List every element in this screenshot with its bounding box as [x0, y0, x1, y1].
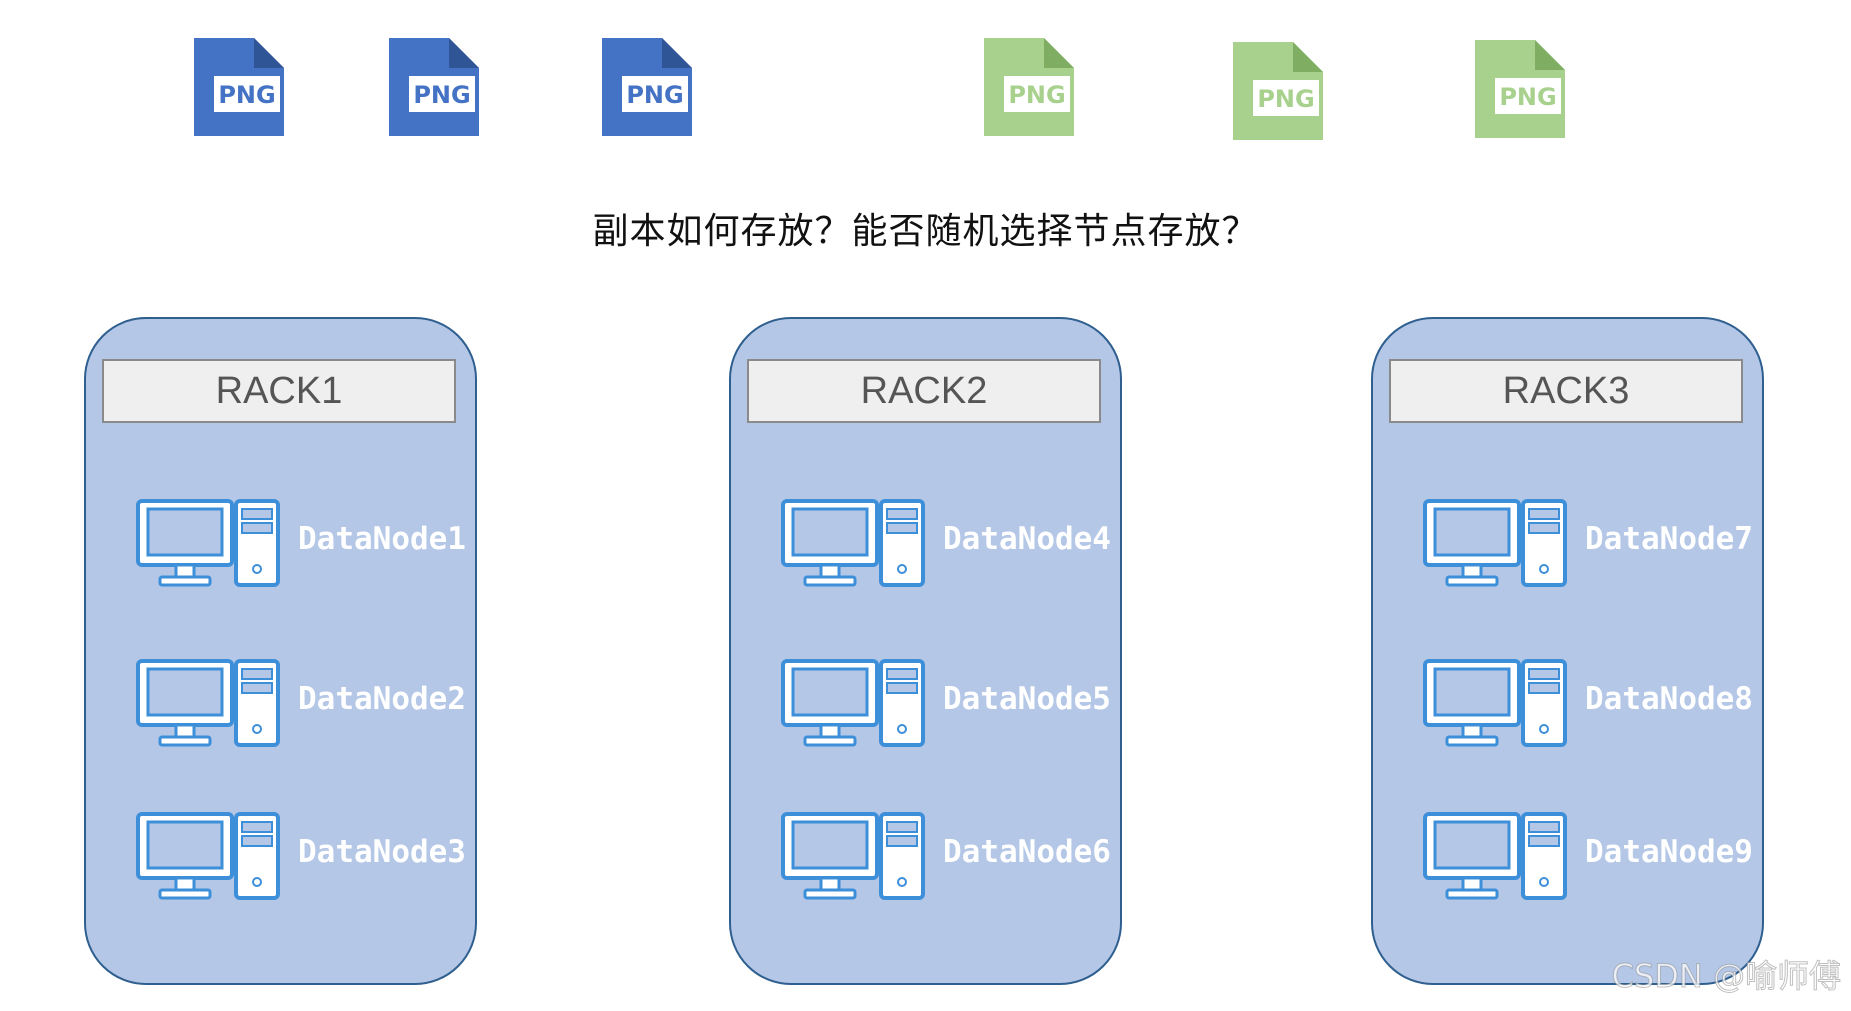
file-label: PNG [218, 81, 275, 109]
file-label: PNG [1257, 85, 1314, 113]
png-file-icon: PNG [194, 38, 284, 136]
png-file-icon: PNG [1233, 42, 1323, 140]
computer-icon [781, 812, 925, 900]
datanode-2: DataNode2 [136, 659, 476, 749]
computer-icon [781, 659, 925, 747]
rack-2: RACK2 DataNode4 DataNode5 [729, 317, 1122, 985]
datanode-label: DataNode8 [1585, 681, 1753, 717]
datanode-5: DataNode5 [781, 659, 1121, 749]
datanode-label: DataNode7 [1585, 521, 1753, 557]
png-file-icon: PNG [602, 38, 692, 136]
rack-1: RACK1 DataNode1 DataNode2 [84, 317, 477, 985]
datanode-1: DataNode1 [136, 499, 476, 589]
rack-label: RACK1 [102, 359, 456, 423]
datanode-label: DataNode5 [943, 681, 1111, 717]
datanode-label: DataNode3 [298, 834, 466, 870]
datanode-3: DataNode3 [136, 812, 476, 902]
computer-icon [781, 499, 925, 587]
datanode-label: DataNode2 [298, 681, 466, 717]
datanode-label: DataNode9 [1585, 834, 1753, 870]
rack-3: RACK3 DataNode7 DataNode8 [1371, 317, 1764, 985]
datanode-7: DataNode7 [1423, 499, 1763, 589]
computer-icon [136, 659, 280, 747]
datanode-label: DataNode6 [943, 834, 1111, 870]
png-file-icon: PNG [1475, 40, 1565, 138]
rack-label: RACK2 [747, 359, 1101, 423]
datanode-label: DataNode4 [943, 521, 1111, 557]
datanode-label: DataNode1 [298, 521, 466, 557]
file-label: PNG [1499, 83, 1556, 111]
file-label: PNG [413, 81, 470, 109]
datanode-4: DataNode4 [781, 499, 1121, 589]
datanode-9: DataNode9 [1423, 812, 1763, 902]
datanode-8: DataNode8 [1423, 659, 1763, 749]
computer-icon [1423, 659, 1567, 747]
question-text: 副本如何存放？能否随机选择节点存放？ [592, 211, 1259, 252]
png-file-icon: PNG [984, 38, 1074, 136]
png-file-icon: PNG [389, 38, 479, 136]
datanode-6: DataNode6 [781, 812, 1121, 902]
computer-icon [136, 812, 280, 900]
file-label: PNG [1008, 81, 1065, 109]
rack-label: RACK3 [1389, 359, 1743, 423]
computer-icon [136, 499, 280, 587]
file-label: PNG [626, 81, 683, 109]
computer-icon [1423, 812, 1567, 900]
watermark-text: CSDN @喻师傅 [1611, 957, 1841, 996]
computer-icon [1423, 499, 1567, 587]
